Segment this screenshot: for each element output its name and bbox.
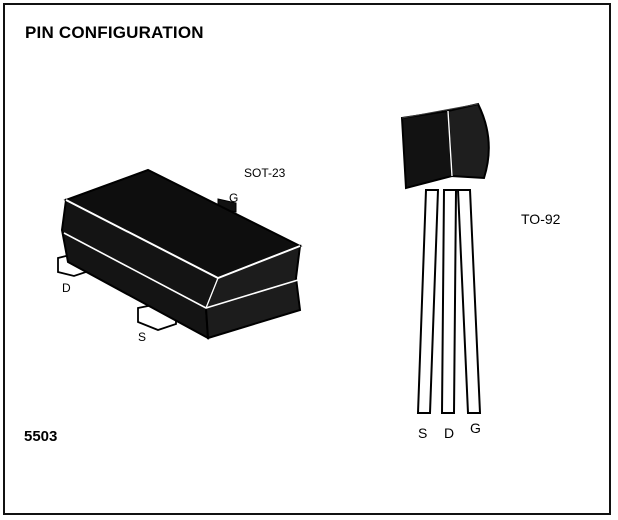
sot23-package-label: SOT-23 (244, 166, 286, 180)
to92-lead-d (440, 189, 458, 414)
to92-pin-s-label: S (418, 425, 428, 441)
to92-lead-s (416, 189, 440, 414)
to92-package (400, 102, 490, 414)
to92-lead-g (456, 189, 482, 414)
section-title: PIN CONFIGURATION (25, 23, 204, 42)
sot23-pin-g-label: G (229, 191, 239, 205)
to92-body-round (446, 102, 490, 180)
to92-package-label: TO-92 (521, 211, 561, 227)
sot23-pin-s-label: S (138, 330, 147, 344)
part-number: 5503 (24, 428, 58, 445)
to92-pin-g-label: G (470, 420, 481, 436)
sot23-pin-d-label: D (62, 281, 71, 295)
sot23-package (57, 168, 303, 340)
to92-pin-d-label: D (444, 425, 455, 441)
to92-body-flat (400, 109, 454, 190)
